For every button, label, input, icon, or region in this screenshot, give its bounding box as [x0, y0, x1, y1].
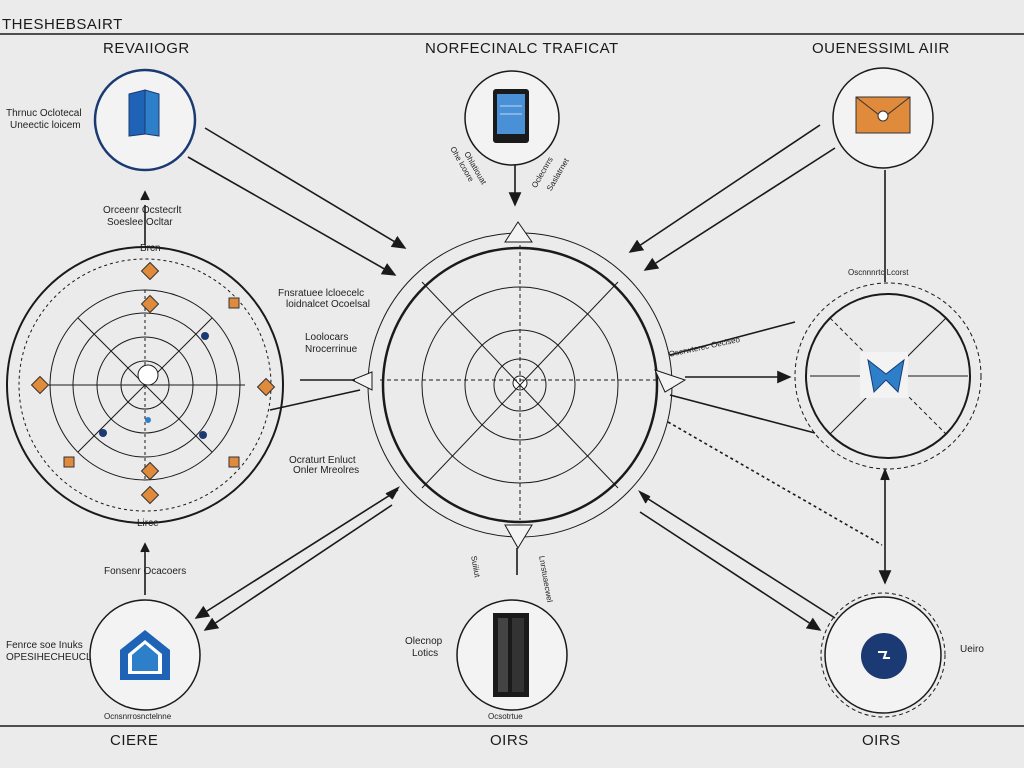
server-icon	[492, 612, 530, 698]
book-icon	[127, 88, 163, 138]
footer-center: OIRS	[490, 732, 529, 749]
left-mid-note-2a: Loolocars	[305, 332, 349, 343]
node-title-top-right: OUENESSIML AIIR	[812, 40, 950, 57]
bottom-left-note-2: OPESIHECHEUCL	[6, 652, 92, 663]
node-title-top-center: NORFECINALC TRAFICAT	[425, 40, 619, 57]
bottom-left-note-1: Fenrce soe Inuks	[6, 640, 83, 651]
page-title: THESHEBSAIRT	[2, 16, 123, 33]
center-target	[350, 221, 687, 549]
bottom-center-note-2: Lotics	[412, 648, 439, 659]
bottom-left-caption: Ocnsnrrosnctelnne	[104, 712, 172, 721]
bottom-center-note-1: Olecnop	[405, 636, 443, 647]
tablet-icon	[492, 88, 530, 144]
node-ring-bottom-right	[820, 592, 946, 718]
top-left-desc-1: Thrnuc Oclotecal	[6, 108, 82, 119]
bottom-center-caption: Ocsotrtue	[488, 712, 523, 721]
right-circle-top-label: Oscnnnrtc Lcorst	[848, 268, 909, 277]
left-circle-top-label: Brcn	[140, 243, 161, 254]
left-target	[6, 246, 284, 524]
left-mid-note-1b: loidnalcet Ocoelsal	[286, 299, 370, 310]
left-mid-note-3a: Ocraturt Enluct	[289, 455, 356, 466]
left-circle-caption-2: Soeslee Ocltar	[107, 217, 173, 228]
connector-arrows	[140, 124, 892, 631]
left-circle-caption-1: Orceenr Ocstecrlt	[103, 205, 182, 216]
left-lower-note: Fonsenr Ocacoers	[104, 566, 187, 577]
bottom-right-note: Ueiro	[960, 644, 984, 655]
footer-left: CIERE	[110, 732, 159, 749]
disc-icon	[860, 632, 908, 680]
logo-m-icon	[866, 358, 906, 394]
footer-right: OIRS	[862, 732, 901, 749]
top-left-desc-2: Uneectic loicem	[10, 120, 81, 131]
left-mid-note-1a: Fnsratuee lcloecelc	[278, 288, 365, 299]
left-circle-bottom-label: Lirce	[137, 518, 159, 529]
envelope-icon	[855, 96, 911, 134]
left-mid-note-2b: Nrocerrinue	[305, 344, 358, 355]
house-icon	[118, 628, 172, 682]
node-title-top-left: REVAIIOGR	[103, 40, 190, 57]
left-mid-note-3b: Onler Mreolres	[293, 465, 360, 476]
